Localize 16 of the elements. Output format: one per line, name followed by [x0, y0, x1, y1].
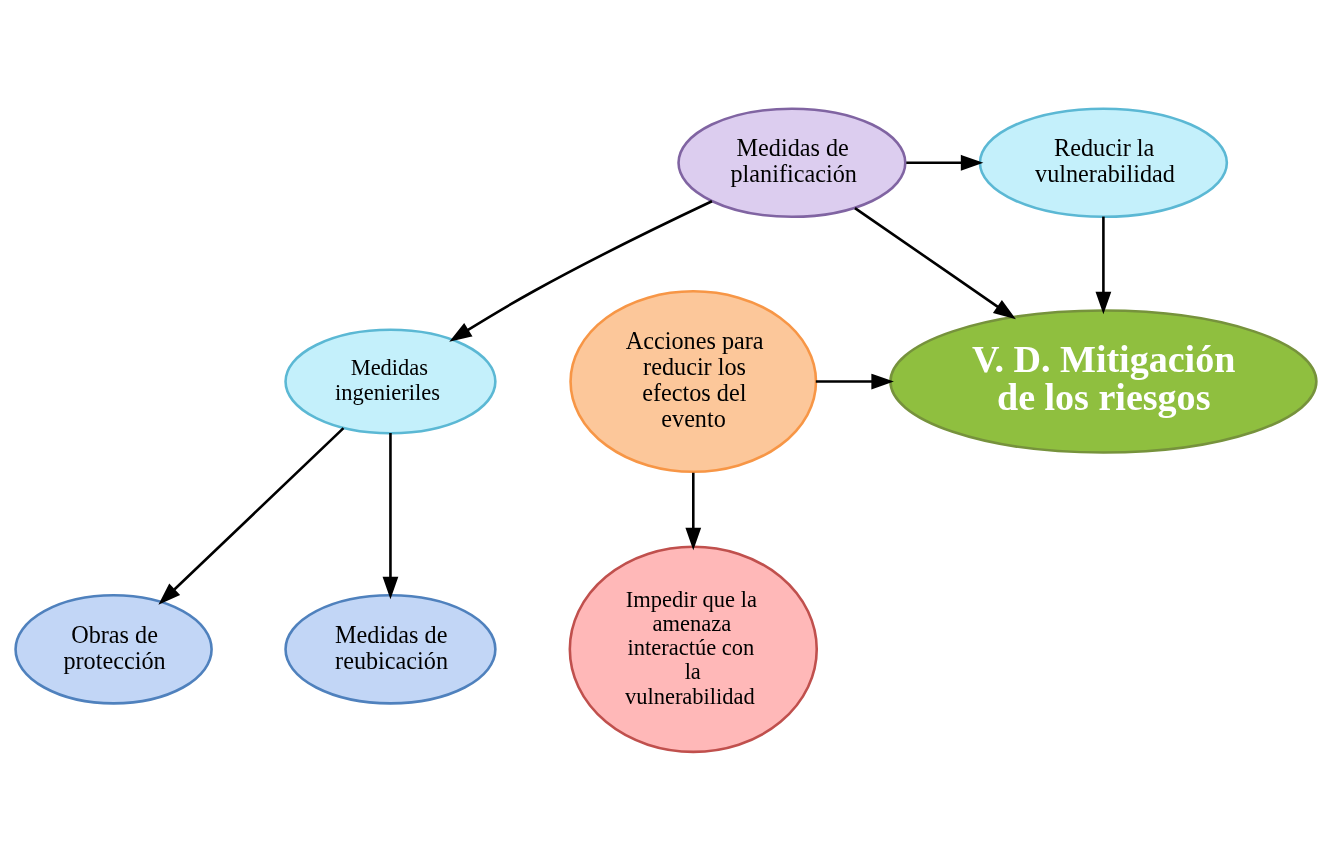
arrow [854, 207, 1016, 320]
node-ellipse: Obras de protección [14, 593, 213, 705]
node-ellipse: Impedir que la amenaza interactúe con la vulnerabilidad [568, 545, 819, 754]
arrow [685, 472, 702, 551]
arrow [449, 200, 713, 342]
arrow [906, 154, 984, 171]
node-ellipse: V. D. Mitigación de los riesgos [889, 309, 1318, 454]
node-ellipse: Acciones para reducir los efectos del evento [569, 290, 818, 474]
node-ellipse: Medidas ingenieriles [284, 328, 497, 435]
node-ellipse: Reducir la vulnerabilidad [978, 107, 1229, 219]
node-ellipse: Medidas de planificación [677, 107, 907, 219]
arrow [158, 427, 345, 605]
node-ellipse: Medidas de reubicación [284, 593, 497, 705]
arrow [1095, 216, 1112, 315]
arrow [382, 433, 399, 600]
arrow [815, 373, 894, 390]
